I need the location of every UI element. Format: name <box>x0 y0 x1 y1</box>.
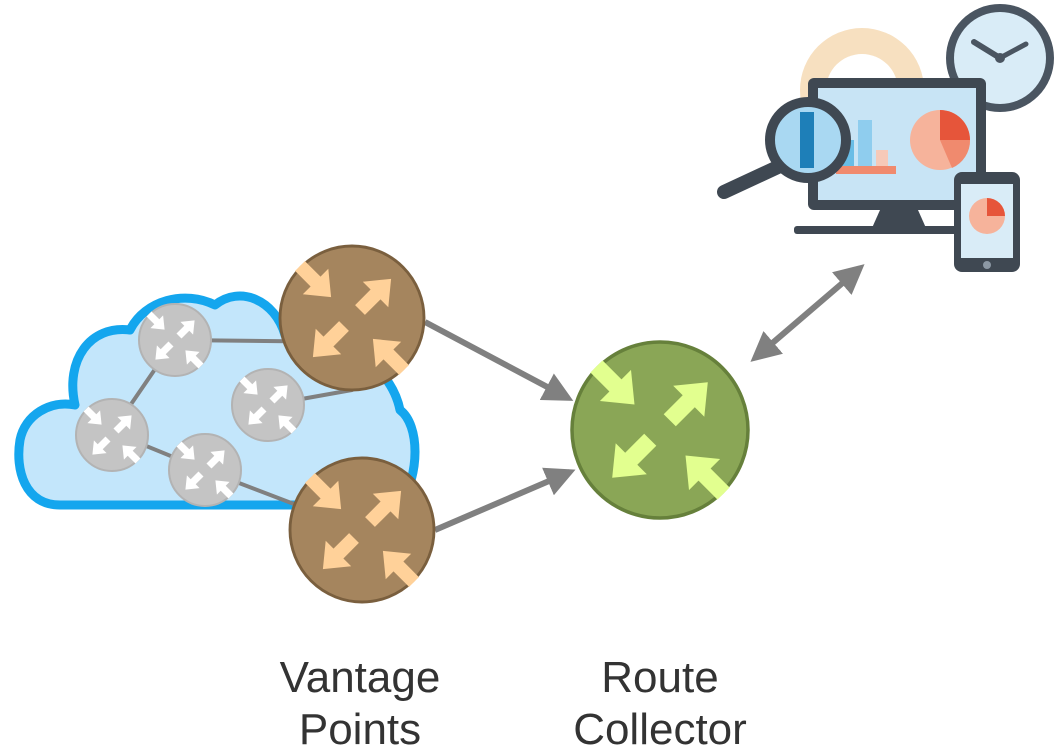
router-arrow-icon <box>146 311 165 330</box>
router-arrow-icon <box>663 382 708 427</box>
magnifier-icon <box>717 97 851 199</box>
router-arrow-icon <box>239 376 258 395</box>
router-arrow-icon <box>365 490 402 527</box>
route-collector-router <box>570 340 750 520</box>
internal-router-2 <box>75 398 149 472</box>
route-collector-label-line-1: Route <box>601 653 719 702</box>
router-arrow-icon <box>372 338 409 375</box>
router-arrow-icon <box>322 533 359 570</box>
vantage-points-label: Vantage Points <box>250 652 470 756</box>
router-arrow-icon <box>206 450 225 469</box>
router-arrow-icon <box>312 321 349 358</box>
router-arrow-icon <box>295 261 332 298</box>
router-arrow-icon <box>248 406 267 425</box>
router-arrow-icon <box>590 360 635 405</box>
pie-chart-icon <box>910 110 971 170</box>
smartphone-icon <box>954 172 1020 272</box>
router-arrow-icon <box>185 471 204 490</box>
router-arrow-icon <box>382 550 419 587</box>
route-collector-label: Route Collector <box>545 652 775 756</box>
router-arrow-icon <box>269 385 288 404</box>
collector-links <box>423 264 865 533</box>
router-arrow-icon <box>176 320 195 339</box>
internal-router-3 <box>231 368 305 442</box>
vantage-points-label-line-1: Vantage <box>279 653 441 702</box>
router-arrow-icon <box>185 350 204 369</box>
router-arrow-icon <box>278 415 297 434</box>
router-arrow-icon <box>305 473 342 510</box>
router-arrow-icon <box>612 433 657 478</box>
router-arrow-icon <box>122 445 141 464</box>
route-collector-label-line-2: Collector <box>573 705 747 754</box>
router-arrow-icon <box>355 278 392 315</box>
router-arrow-icon <box>215 480 234 499</box>
router-arrow-icon <box>176 441 195 460</box>
router-arrow-icon <box>155 341 174 360</box>
router-arrow-icon <box>92 436 111 455</box>
vantage-point-router-1 <box>278 244 426 392</box>
vantage-points-label-line-2: Points <box>298 705 422 754</box>
vantage-point-router-2 <box>288 456 436 604</box>
internal-router-4 <box>168 433 242 507</box>
router-arrow-icon <box>685 455 730 500</box>
router-arrow-icon <box>113 415 132 434</box>
router-arrow-icon <box>83 406 102 425</box>
analytics-illustration <box>717 4 1054 272</box>
internal-router-1 <box>138 303 212 377</box>
